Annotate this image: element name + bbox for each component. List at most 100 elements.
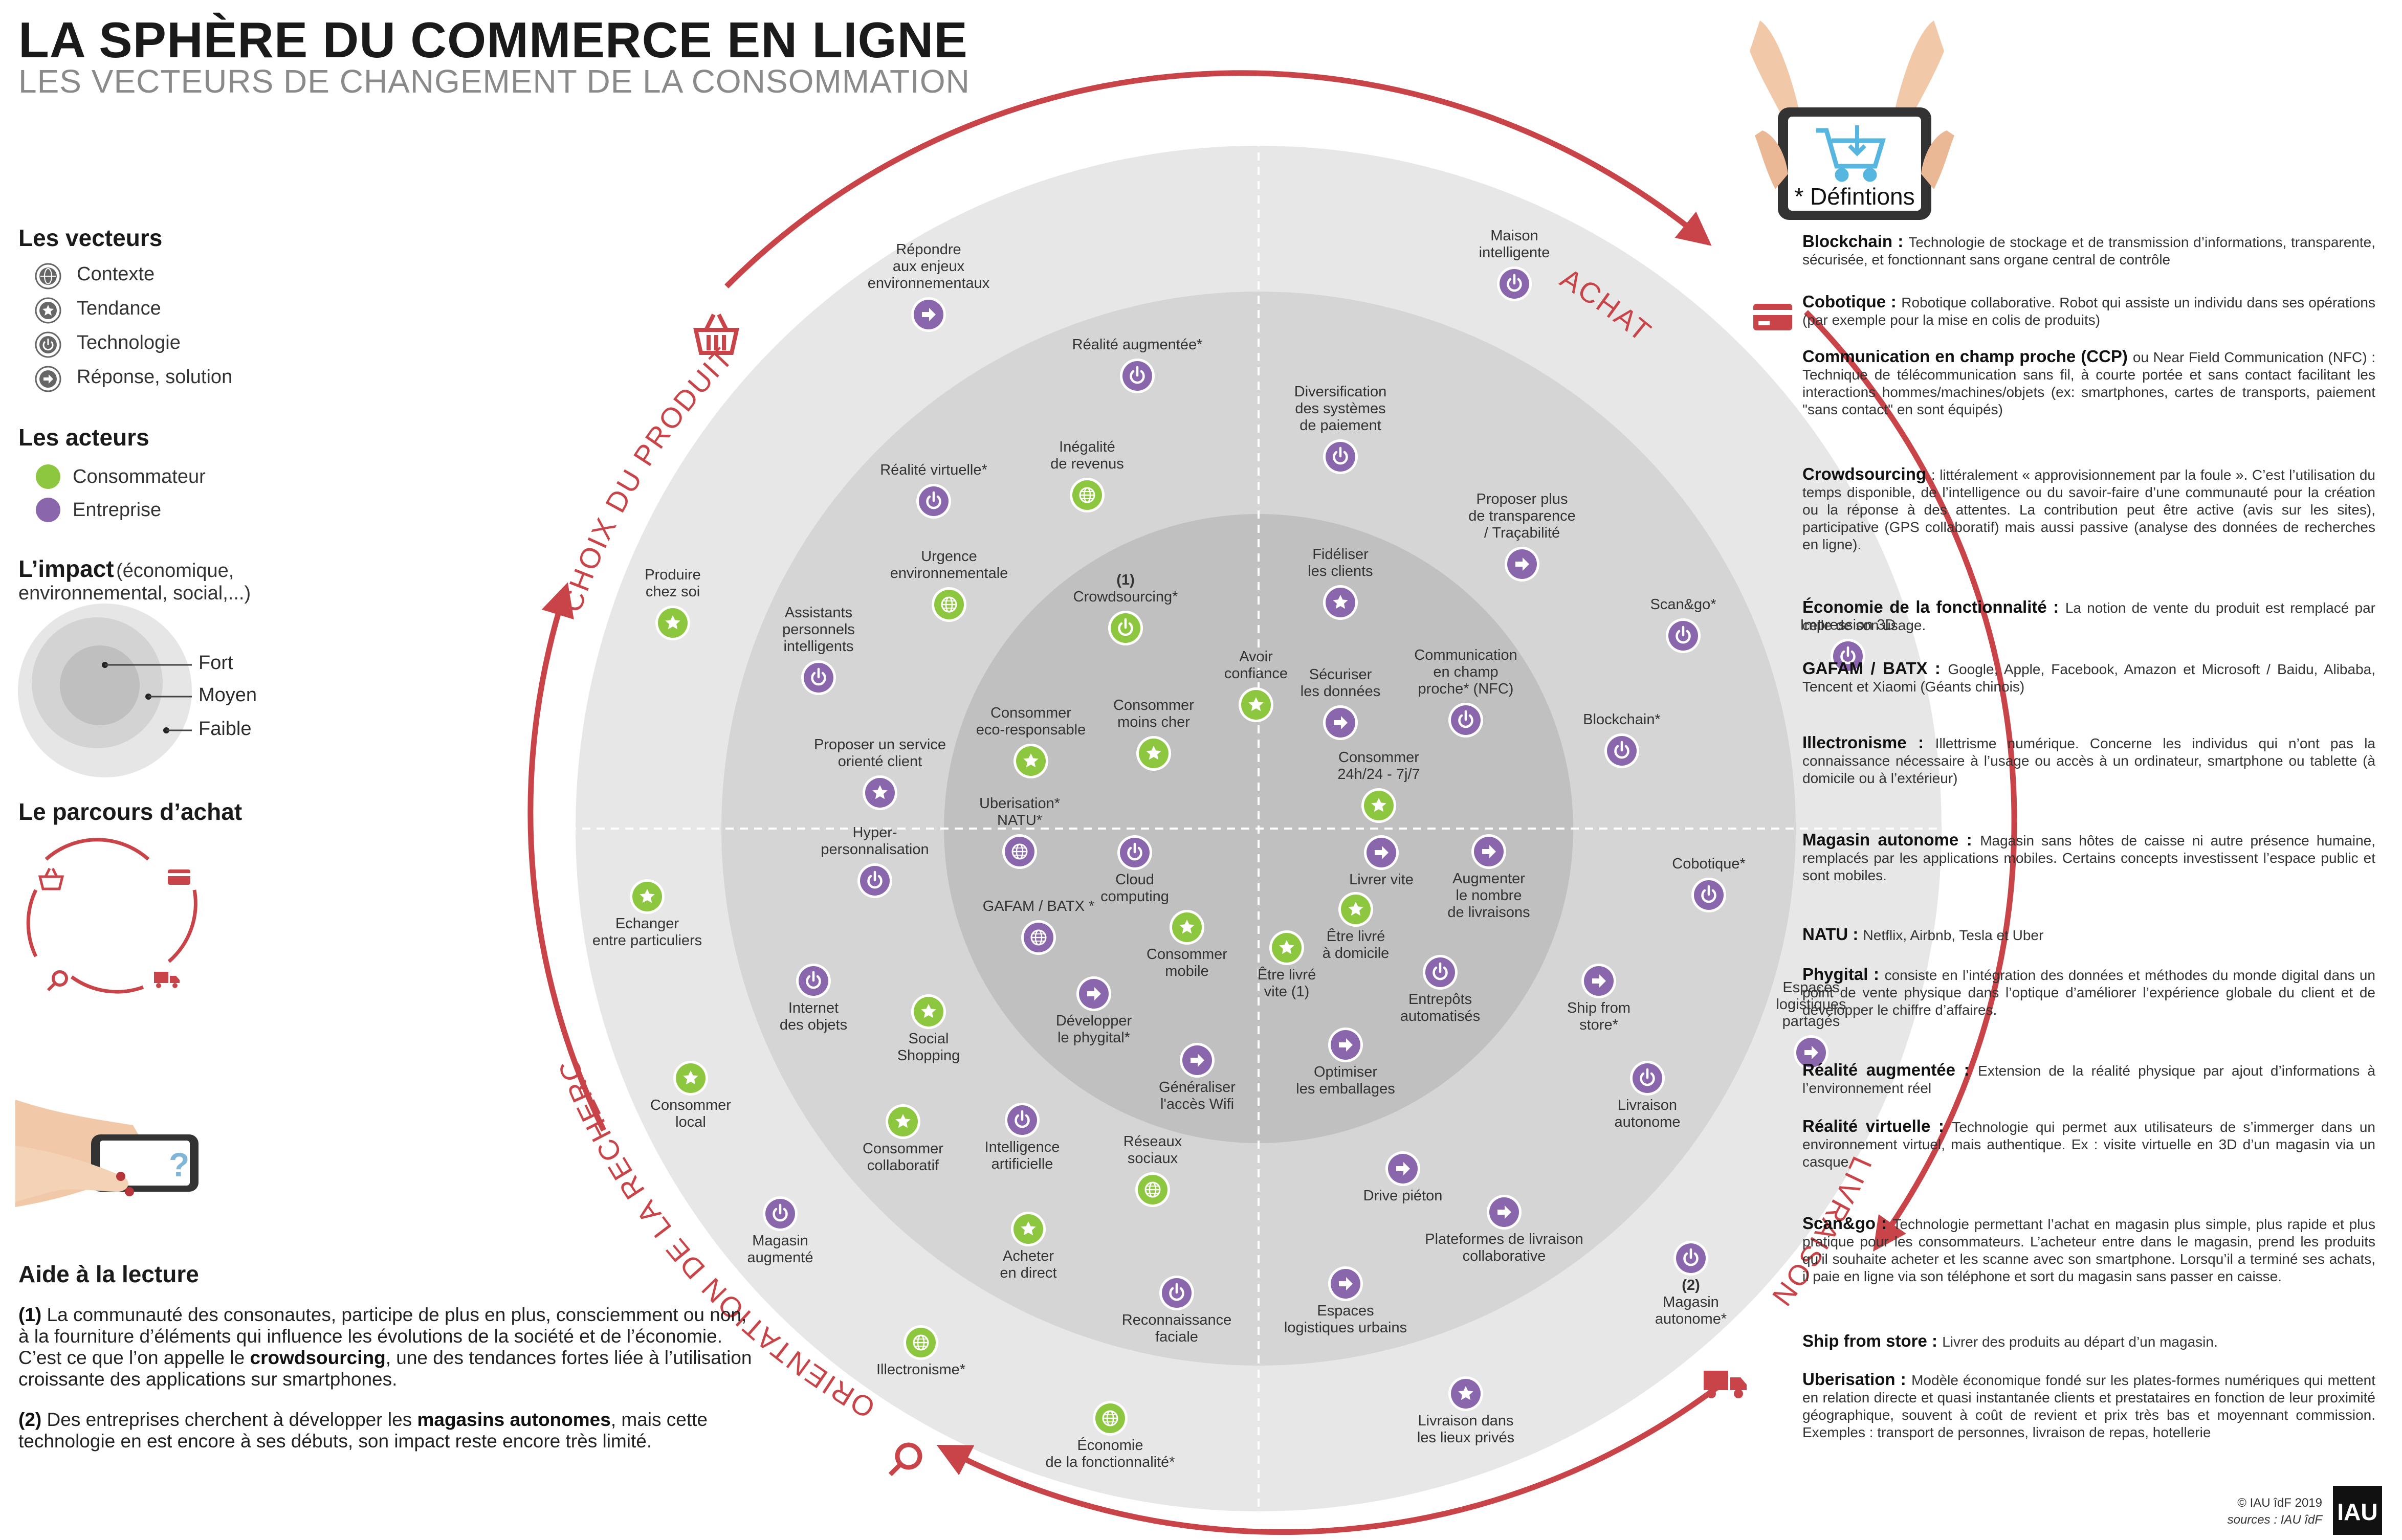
- definition-text: Livrer des produits au départ d’un magas…: [1942, 1334, 2218, 1350]
- power-icon: [1127, 842, 1142, 861]
- impact-circles: [18, 604, 192, 777]
- legend-entreprise: Entreprise: [36, 498, 161, 522]
- magnifier-icon: [888, 1442, 922, 1477]
- globe-icon: [941, 596, 957, 613]
- arrow-icon: [1191, 1054, 1204, 1067]
- definition-text: : littéralement « approvisionnement par …: [1802, 467, 2375, 552]
- definition-text: Technologie qui permet aux utilisateurs …: [1802, 1119, 2375, 1170]
- vector-item: Réalité virtuelle*: [880, 462, 987, 519]
- legend-acteurs-title: Les acteurs: [18, 424, 149, 451]
- cart-download-icon: [1816, 125, 1886, 182]
- item-label: Hyper-personnalisation: [821, 824, 929, 858]
- power-icon: [773, 1203, 788, 1222]
- definition-item: Illectronisme : Illettrisme numérique. C…: [1802, 734, 2375, 787]
- definition-term: Illectronisme :: [1802, 733, 1935, 752]
- definition-item: Réalité augmentée : Extension de la réal…: [1802, 1061, 2375, 1097]
- aide-title: Aide à la lecture: [18, 1261, 199, 1287]
- truck-icon: [1704, 1371, 1747, 1398]
- power-icon: [1683, 1248, 1699, 1266]
- power-icon: [1676, 626, 1691, 644]
- aide-p1-text: La communauté des consonautes, participe…: [18, 1304, 747, 1368]
- legend-consommateur-label: Consommateur: [73, 465, 206, 487]
- vector-item: Scan&go*: [1650, 596, 1716, 653]
- journey-arc-left: [527, 582, 606, 1132]
- arrow-icon: [1339, 1277, 1353, 1290]
- iau-logo: [2333, 1486, 2382, 1535]
- item-label: Livrer vite: [1349, 872, 1414, 888]
- arrow-icon: [1515, 557, 1529, 571]
- legend-tendance: Tendance: [77, 298, 161, 319]
- footer-copyright: © IAU îdF 2019: [2237, 1496, 2322, 1510]
- item-label: Cobotique*: [1672, 856, 1746, 872]
- iau-logo-text: IAU: [2337, 1499, 2377, 1525]
- star-icon: [1179, 920, 1195, 934]
- definition-text: Robotique collaborative. Robot qui assis…: [1802, 295, 2375, 328]
- journey-arc-top: [724, 70, 1712, 288]
- basket-icon: [693, 314, 739, 355]
- definition-text: ou Near Field Communication (NFC) : Tech…: [1802, 349, 2375, 417]
- power-icon: [926, 491, 941, 509]
- aide-paragraph-2: (2) Des entreprises cherchent à développ…: [18, 1409, 755, 1452]
- definition-term: Ship from store :: [1802, 1331, 1943, 1350]
- power-icon: [1507, 274, 1522, 292]
- vector-item: Drive piéton: [1363, 1151, 1442, 1204]
- legend-impact-subtitle: (économique, environnemental, social,...…: [18, 560, 251, 604]
- definition-term: Scan&go :: [1802, 1214, 1893, 1233]
- star-icon: [1348, 902, 1363, 916]
- impact-faible: Faible: [199, 718, 252, 740]
- aide-p1-end: , une des tendances fortes liée à l’util…: [18, 1347, 752, 1390]
- legend-impact-title: L’impact: [18, 555, 114, 582]
- power-icon: [867, 871, 883, 889]
- page-title: LA SPHÈRE DU COMMERCE EN LIGNE: [18, 12, 968, 68]
- definition-item: Économie de la fonctionnalité : La notio…: [1802, 598, 2375, 634]
- power-icon: [1614, 741, 1629, 759]
- legend-globe-icon: [35, 263, 61, 289]
- legend-vecteurs-title: Les vecteurs: [18, 225, 163, 251]
- definition-item: Ship from store : Livrer des produits au…: [1802, 1332, 2375, 1351]
- vector-item: Cobotique*: [1672, 856, 1746, 912]
- journey-arc-right: [1804, 310, 2017, 1252]
- definition-term: Communication en champ proche (CCP): [1802, 347, 2133, 366]
- globe-icon: [1030, 929, 1047, 946]
- item-label: Scan&go*: [1650, 596, 1716, 613]
- vector-item: Blockchain*: [1583, 711, 1661, 768]
- power-icon: [811, 667, 826, 686]
- mini-basket-icon: [38, 867, 64, 890]
- svg-text:?: ?: [169, 1146, 189, 1184]
- item-label: Réalité virtuelle*: [880, 462, 987, 478]
- aide-p2-text: Des entreprises cherchent à développer l…: [47, 1409, 412, 1430]
- credit-card-icon: [1753, 304, 1792, 330]
- vector-item: GAFAM / BATX *: [983, 898, 1094, 955]
- power-icon: [1640, 1068, 1655, 1086]
- legend-entreprise-label: Entreprise: [73, 499, 162, 521]
- arrow-icon: [1375, 846, 1389, 859]
- definition-text: Google, Apple, Facebook, Amazon et Micro…: [1802, 661, 2375, 695]
